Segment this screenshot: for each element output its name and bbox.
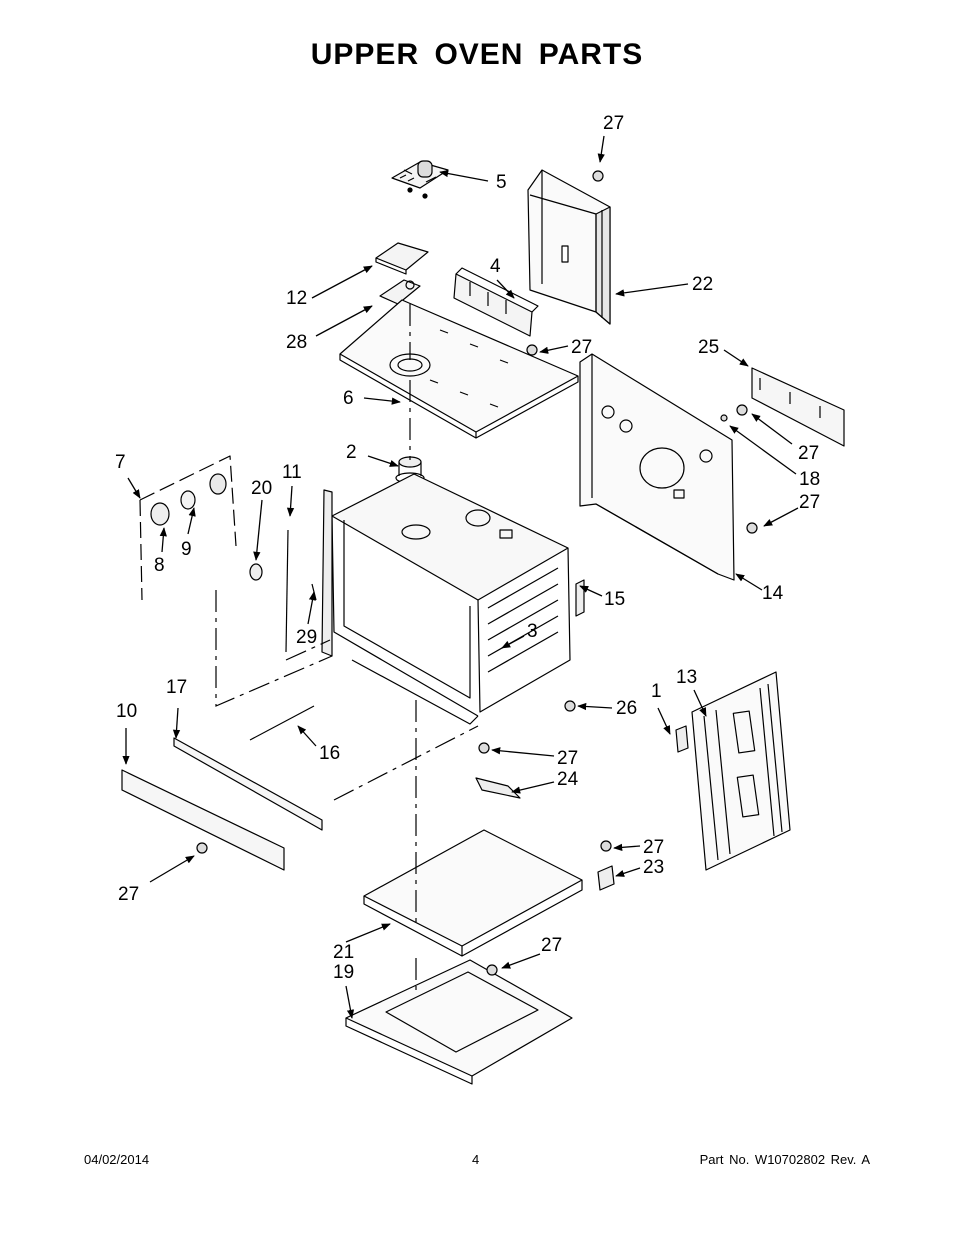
door-panel-part	[691, 671, 791, 871]
footer-page-number: 4	[472, 1152, 480, 1167]
bottom-pan-part	[345, 959, 573, 1085]
callout-4: 4	[490, 256, 501, 277]
callout-labels: 27 5 4 22 12 28 27 25 6 2 7 11 20 27 18 …	[115, 113, 820, 983]
screw-parts	[196, 170, 758, 976]
clip-part	[597, 865, 615, 891]
footer-part-number: Part No. W10702802 Rev. A	[699, 1152, 870, 1167]
leader-arrows	[122, 135, 799, 1019]
callout-23: 23	[643, 857, 664, 878]
page-title: UPPER OVEN PARTS	[310, 38, 644, 71]
callout-24: 24	[557, 769, 579, 790]
callout-17: 17	[166, 677, 187, 698]
callout-22: 22	[692, 274, 713, 295]
rod-part	[285, 529, 289, 653]
callout-7: 7	[115, 452, 126, 473]
callout-27: 27	[799, 492, 820, 513]
callout-27: 27	[603, 113, 624, 134]
callout-11: 11	[282, 462, 302, 483]
latch-part	[575, 579, 585, 617]
callout-21: 21	[333, 942, 354, 963]
callout-3: 3	[527, 621, 538, 642]
callout-27: 27	[571, 337, 592, 358]
callout-15: 15	[604, 589, 625, 610]
callout-6: 6	[343, 388, 354, 409]
lower-trim-part	[121, 769, 285, 871]
callout-29: 29	[296, 627, 317, 648]
front-trim-part	[173, 737, 323, 831]
callout-26: 26	[616, 698, 637, 719]
callout-27: 27	[541, 935, 562, 956]
control-board-part	[391, 160, 449, 199]
callout-20: 20	[251, 478, 272, 499]
bottom-bracket-part	[475, 777, 521, 799]
callout-5: 5	[496, 172, 507, 193]
knob-kit-part	[139, 455, 263, 601]
side-panel-part	[579, 353, 735, 581]
callout-25: 25	[698, 337, 719, 358]
assembly-guide-lines	[215, 304, 479, 990]
rear-panel-part	[527, 169, 611, 325]
top-plate-part	[339, 299, 579, 439]
vent-cover-part	[375, 242, 429, 305]
callout-9: 9	[181, 539, 192, 560]
callout-1: 1	[651, 681, 662, 702]
callout-28: 28	[286, 332, 307, 353]
callout-12: 12	[286, 288, 307, 309]
callout-27: 27	[118, 884, 139, 905]
bracket-part	[453, 267, 539, 337]
callout-10: 10	[116, 701, 137, 722]
oven-cavity-part	[321, 473, 571, 725]
callout-27: 27	[798, 443, 819, 464]
sensor-part	[249, 705, 315, 741]
side-bracket-part	[751, 367, 845, 447]
callout-18: 18	[799, 469, 820, 490]
hinge-part	[675, 725, 689, 753]
callout-2: 2	[346, 442, 357, 463]
footer-date: 04/02/2014	[84, 1152, 150, 1167]
bottom-plate-part	[363, 829, 583, 957]
callout-13: 13	[676, 667, 697, 688]
callout-8: 8	[154, 555, 165, 576]
callout-27: 27	[643, 837, 664, 858]
callout-19: 19	[333, 962, 354, 983]
callout-27: 27	[557, 748, 578, 769]
callout-14: 14	[762, 583, 784, 604]
callout-16: 16	[319, 743, 340, 764]
